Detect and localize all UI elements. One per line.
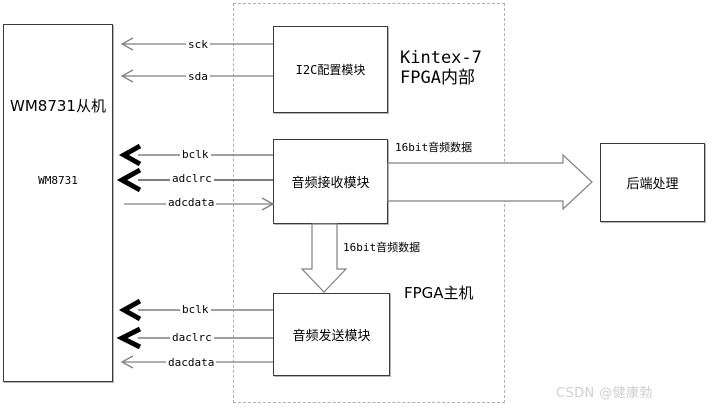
signal-label-bclk-dac: bclk <box>180 303 211 316</box>
signal-label-sda: sda <box>186 70 210 83</box>
signal-label-dacdata: dacdata <box>166 356 217 369</box>
rx-to-tx-bus-label: 16bit音频数据 <box>343 241 421 254</box>
backend-processing-box[interactable]: 后端处理 <box>600 143 705 222</box>
audio-receive-module-label: 音频接收模块 <box>291 176 370 191</box>
signal-label-adcdata: adcdata <box>166 196 217 209</box>
signal-label-adclrc: adclrc <box>170 172 214 185</box>
fpga-host-label: FPGA主机 <box>404 284 474 302</box>
csdn-watermark: CSDN @健康勃 <box>556 386 653 401</box>
audio-transmit-module-box[interactable]: 音频发送模块 <box>273 293 390 376</box>
i2c-config-module-label: I2C配置模块 <box>295 63 366 77</box>
i2c-config-module-box[interactable]: I2C配置模块 <box>273 26 388 113</box>
audio-receive-module-box[interactable]: 音频接收模块 <box>273 139 388 224</box>
backend-processing-label: 后端处理 <box>626 177 679 192</box>
wm8731-slave-title: WM8731从机 <box>10 97 106 115</box>
wm8731-slave-box[interactable]: WM8731从机 WM8731 <box>3 24 113 382</box>
audio-transmit-module-label: 音频发送模块 <box>292 329 371 344</box>
signal-label-sck: sck <box>186 38 210 51</box>
wm8731-slave-subtitle: WM8731 <box>38 174 78 187</box>
signal-label-daclrc: daclrc <box>170 331 214 344</box>
kintex7-region-label: Kintex-7 FPGA内部 <box>400 48 482 89</box>
signal-label-bclk-adc: bclk <box>180 148 211 161</box>
rx-to-backend-bus-label: 16bit音频数据 <box>395 141 473 154</box>
